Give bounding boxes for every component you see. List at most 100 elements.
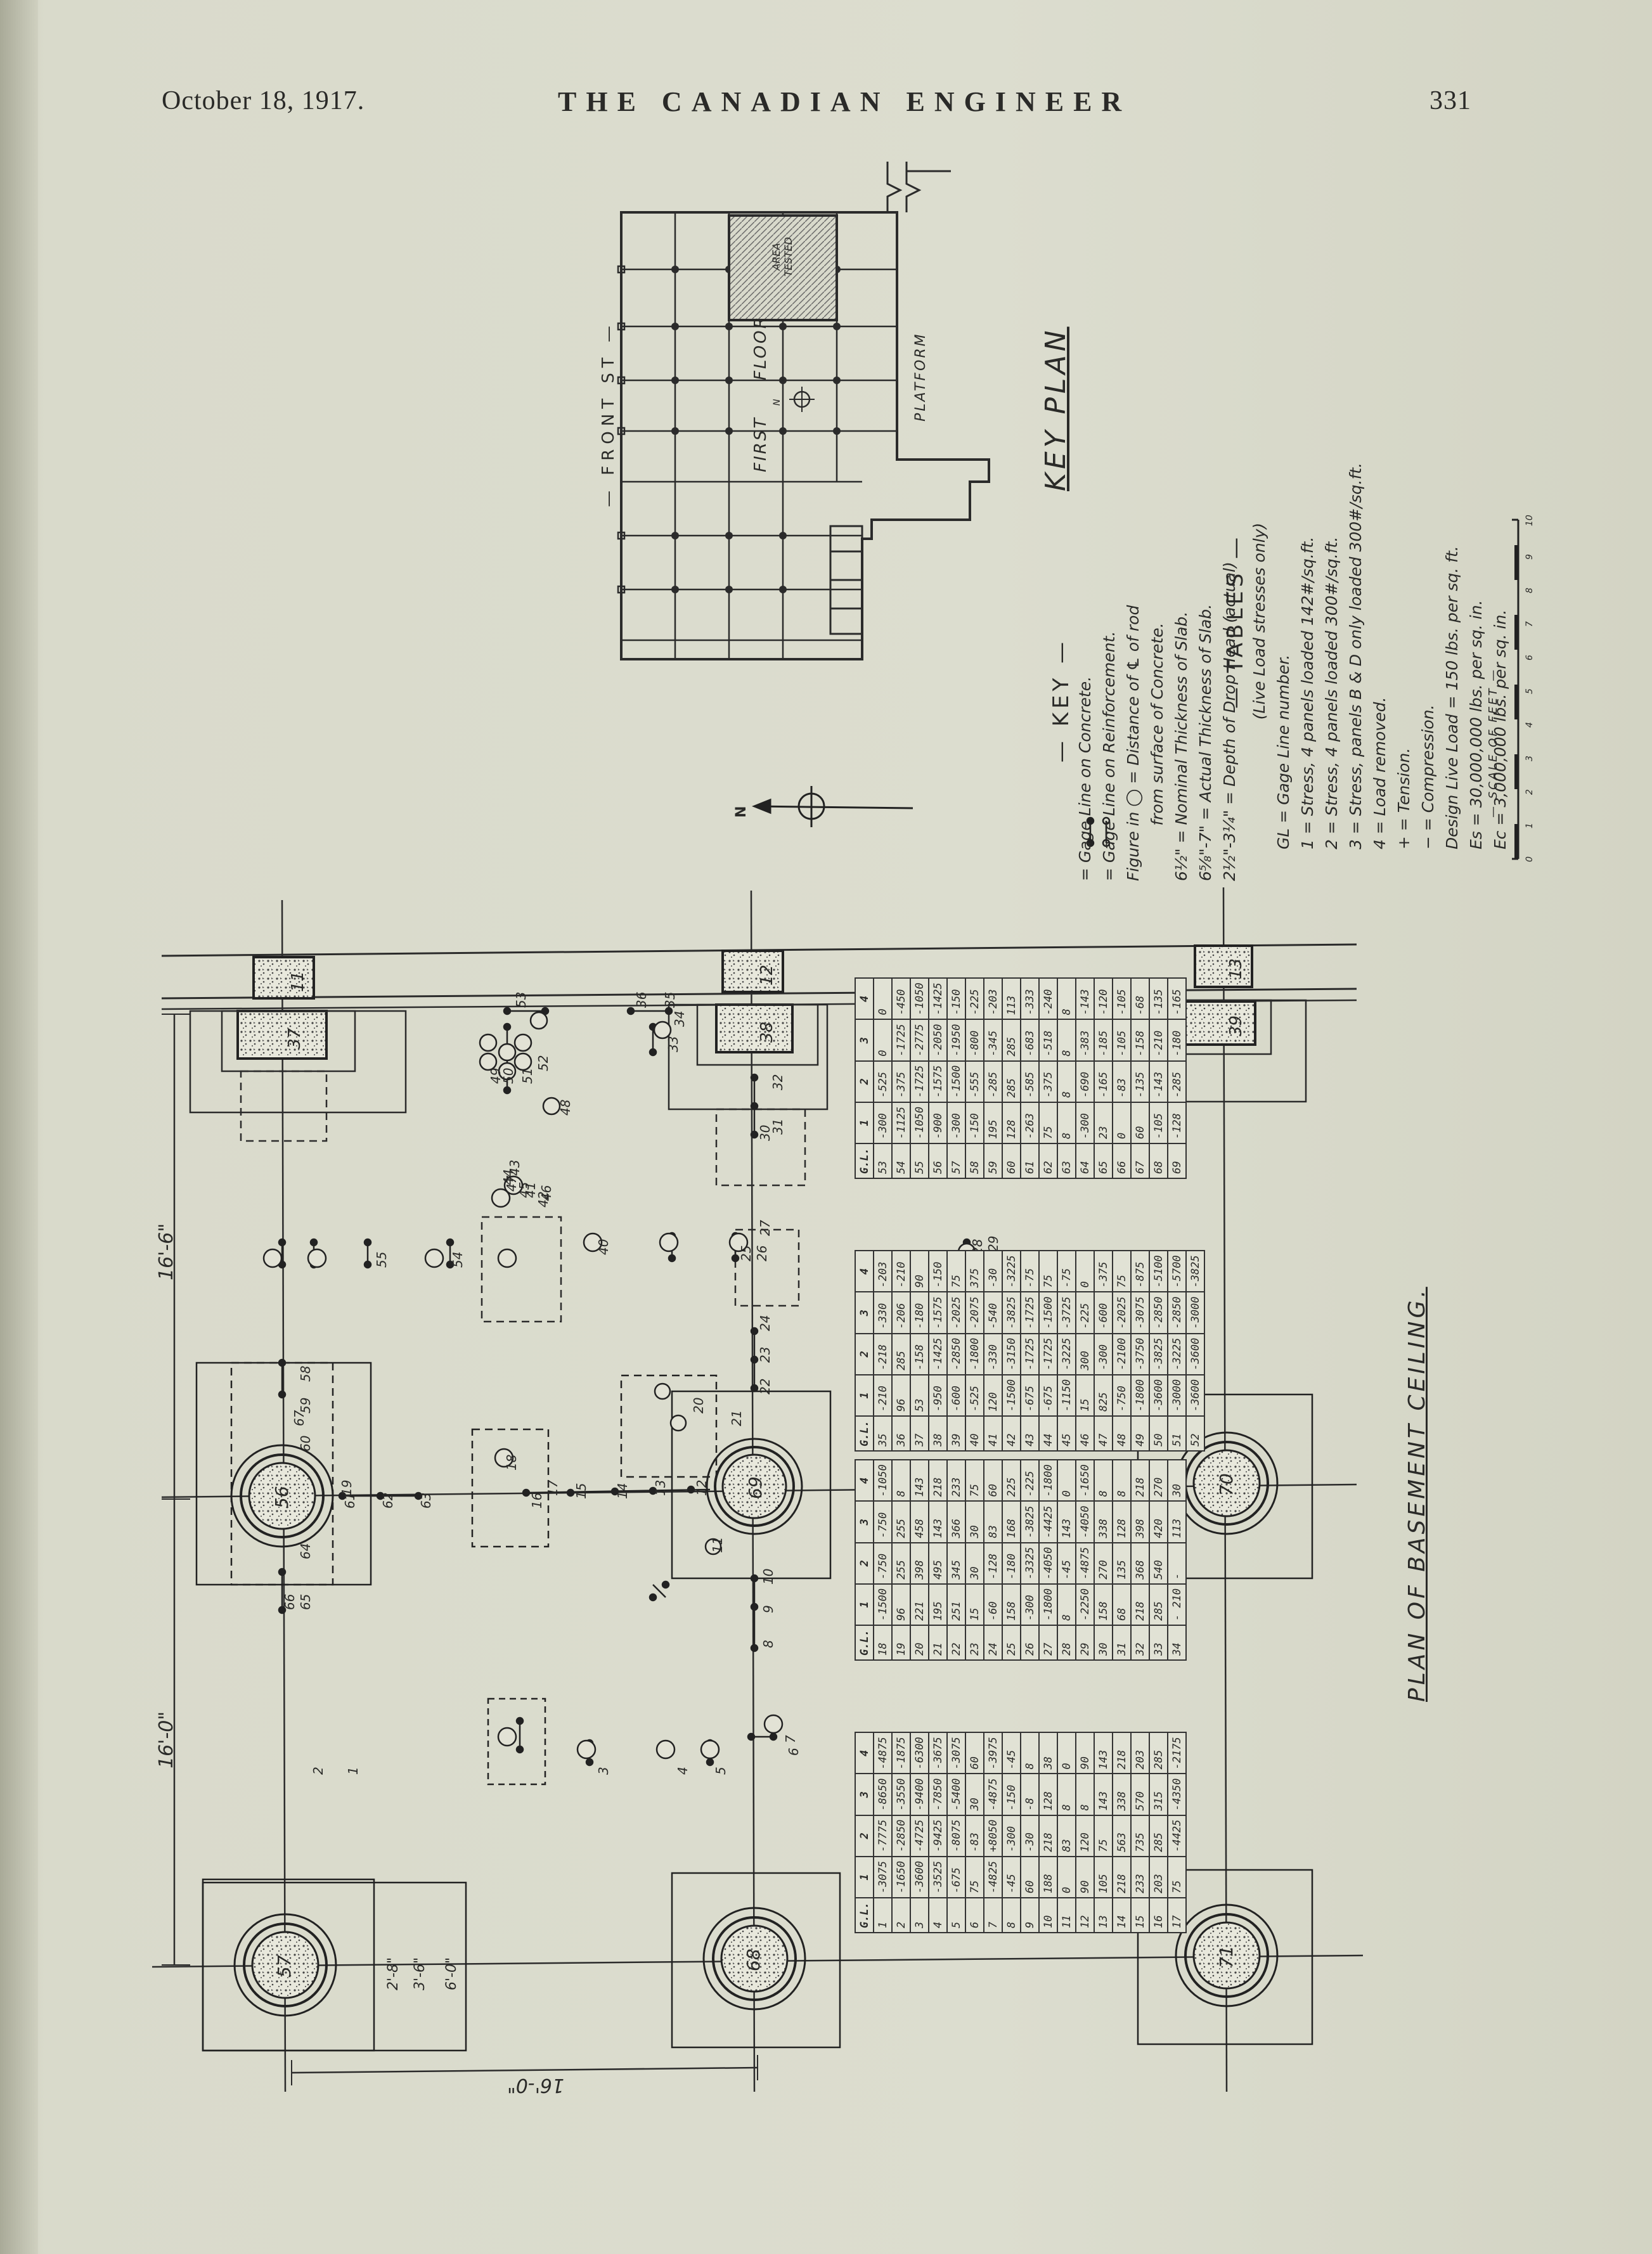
table-cell: 195 <box>929 1583 947 1626</box>
table-cell: 41 <box>984 1416 1002 1451</box>
table-cell: -3825 <box>1002 1292 1021 1334</box>
table-cell: 58 <box>965 1143 984 1178</box>
table-cell: 735 <box>1131 1815 1149 1857</box>
table-cell: 61 <box>1021 1143 1039 1178</box>
table-cell: -345 <box>984 1019 1002 1061</box>
table-header-cell: 2 <box>855 1060 874 1102</box>
table-cell: 52 <box>1186 1416 1204 1451</box>
gage-line-number: 50 <box>501 1067 516 1084</box>
table-cell: -375 <box>892 1060 910 1102</box>
column-68 <box>671 1872 841 2049</box>
key-plan-outline <box>620 211 990 660</box>
table-cell: -180 <box>910 1292 929 1334</box>
key-line-4: from surface of Concrete. <box>1148 622 1166 881</box>
table-cell: 83 <box>1057 1815 1076 1857</box>
gage-line-number: 46 <box>539 1185 554 1201</box>
table-cell: 50 <box>1149 1416 1168 1451</box>
table-header-cell: 1 <box>855 1374 874 1417</box>
table-cell: 29 <box>1076 1625 1094 1660</box>
table-row: 50-3600-3825-2850-5100 <box>1149 1251 1168 1451</box>
table-row: 1-3075-7775-8650-4875 <box>874 1732 892 1933</box>
table-cell: -1050 <box>910 1102 929 1144</box>
table-cell: 105 <box>1094 1856 1113 1898</box>
table-cell: 65 <box>1094 1143 1113 1178</box>
table-cell: -800 <box>965 1019 984 1061</box>
table-cell: -1725 <box>1021 1292 1039 1334</box>
gage-line-number: 54 <box>450 1251 465 1268</box>
gage-line-number: 4 <box>675 1767 690 1775</box>
table-cell: 42 <box>1002 1416 1021 1451</box>
gage-line-number: 5 <box>713 1767 728 1775</box>
table-cell: -1500 <box>874 1583 892 1626</box>
table-cell: -750 <box>1113 1374 1131 1417</box>
table-cell: 158 <box>1094 1583 1113 1626</box>
table-cell: 143 <box>929 1501 947 1543</box>
table-cell: -1950 <box>947 1019 965 1061</box>
table-cell: -1500 <box>1002 1374 1021 1417</box>
table-cell: 75 <box>1094 1815 1113 1857</box>
table-cell: -750 <box>874 1542 892 1584</box>
table-cell: -3600 <box>910 1856 929 1898</box>
table-cell: 55 <box>910 1143 929 1178</box>
table-cell: 188 <box>1039 1856 1057 1898</box>
wall-column-13 <box>1194 944 1253 988</box>
table-cell: -9425 <box>929 1815 947 1857</box>
table-cell: 20 <box>910 1625 929 1660</box>
table-cell: 35 <box>874 1416 892 1451</box>
gage-line-number: 40 <box>596 1239 611 1255</box>
gage-line-number: 6 <box>786 1748 801 1756</box>
table-header-cell: G.L. <box>855 1143 874 1178</box>
table-cell: 56 <box>929 1143 947 1178</box>
table-cell: -2025 <box>1113 1292 1131 1334</box>
table-cell: -150 <box>965 1102 984 1144</box>
gage-line-number: 55 <box>374 1251 389 1268</box>
table-cell: 8 <box>1113 1460 1131 1502</box>
table-cell: -1725 <box>1039 1333 1057 1375</box>
label-wall-column-11: 11 <box>288 970 307 992</box>
gage-line-number: 60 <box>298 1435 313 1452</box>
table-cell: 75 <box>1113 1251 1131 1292</box>
table-cell: -2100 <box>1113 1333 1131 1375</box>
table-cell: 8 <box>1057 978 1076 1020</box>
key-plan-title: KEY PLAN <box>1040 326 1072 491</box>
table-cell: -300 <box>1021 1583 1039 1626</box>
table-cell: 18 <box>874 1625 892 1660</box>
table-cell: -1725 <box>892 1019 910 1061</box>
table-cell: -7775 <box>874 1815 892 1857</box>
table-cell: -600 <box>1094 1292 1113 1334</box>
table-cell: -1150 <box>1057 1374 1076 1417</box>
key-line-6: 6⅝"-7" = Actual Thickness of Slab. <box>1196 603 1215 881</box>
tables-line-7: − = Compression. <box>1419 704 1437 849</box>
table-cell: 96 <box>892 1374 910 1417</box>
table-cell: 13 <box>1094 1898 1113 1933</box>
key-line-1: = Gage Line on Concrete. <box>1076 676 1094 881</box>
header-date: October 18, 1917. <box>162 86 365 115</box>
table-cell: 218 <box>1131 1460 1149 1502</box>
table-cell: 300 <box>1076 1333 1094 1375</box>
table-cell: -128 <box>1168 1102 1186 1144</box>
table-cell: -2075 <box>965 1292 984 1334</box>
table-cell: -300 <box>1002 1815 1021 1857</box>
table-cell: 120 <box>984 1374 1002 1417</box>
table-cell: -30 <box>1021 1815 1039 1857</box>
table-row: 26-300-3325-3825-225 <box>1021 1460 1039 1660</box>
table-cell: 143 <box>1094 1732 1113 1774</box>
dim-drop-3: 6'-0" <box>444 1957 460 1990</box>
table-header-cell: 4 <box>855 1460 874 1502</box>
table-cell: 8 <box>1057 1583 1076 1626</box>
table-cell: -5700 <box>1168 1251 1186 1292</box>
table-cell: 495 <box>929 1542 947 1584</box>
table-cell: 30 <box>965 1774 984 1815</box>
table-cell: -1650 <box>892 1856 910 1898</box>
column-57 <box>202 1878 467 2052</box>
scale-tick-label: 4 <box>1525 722 1535 728</box>
